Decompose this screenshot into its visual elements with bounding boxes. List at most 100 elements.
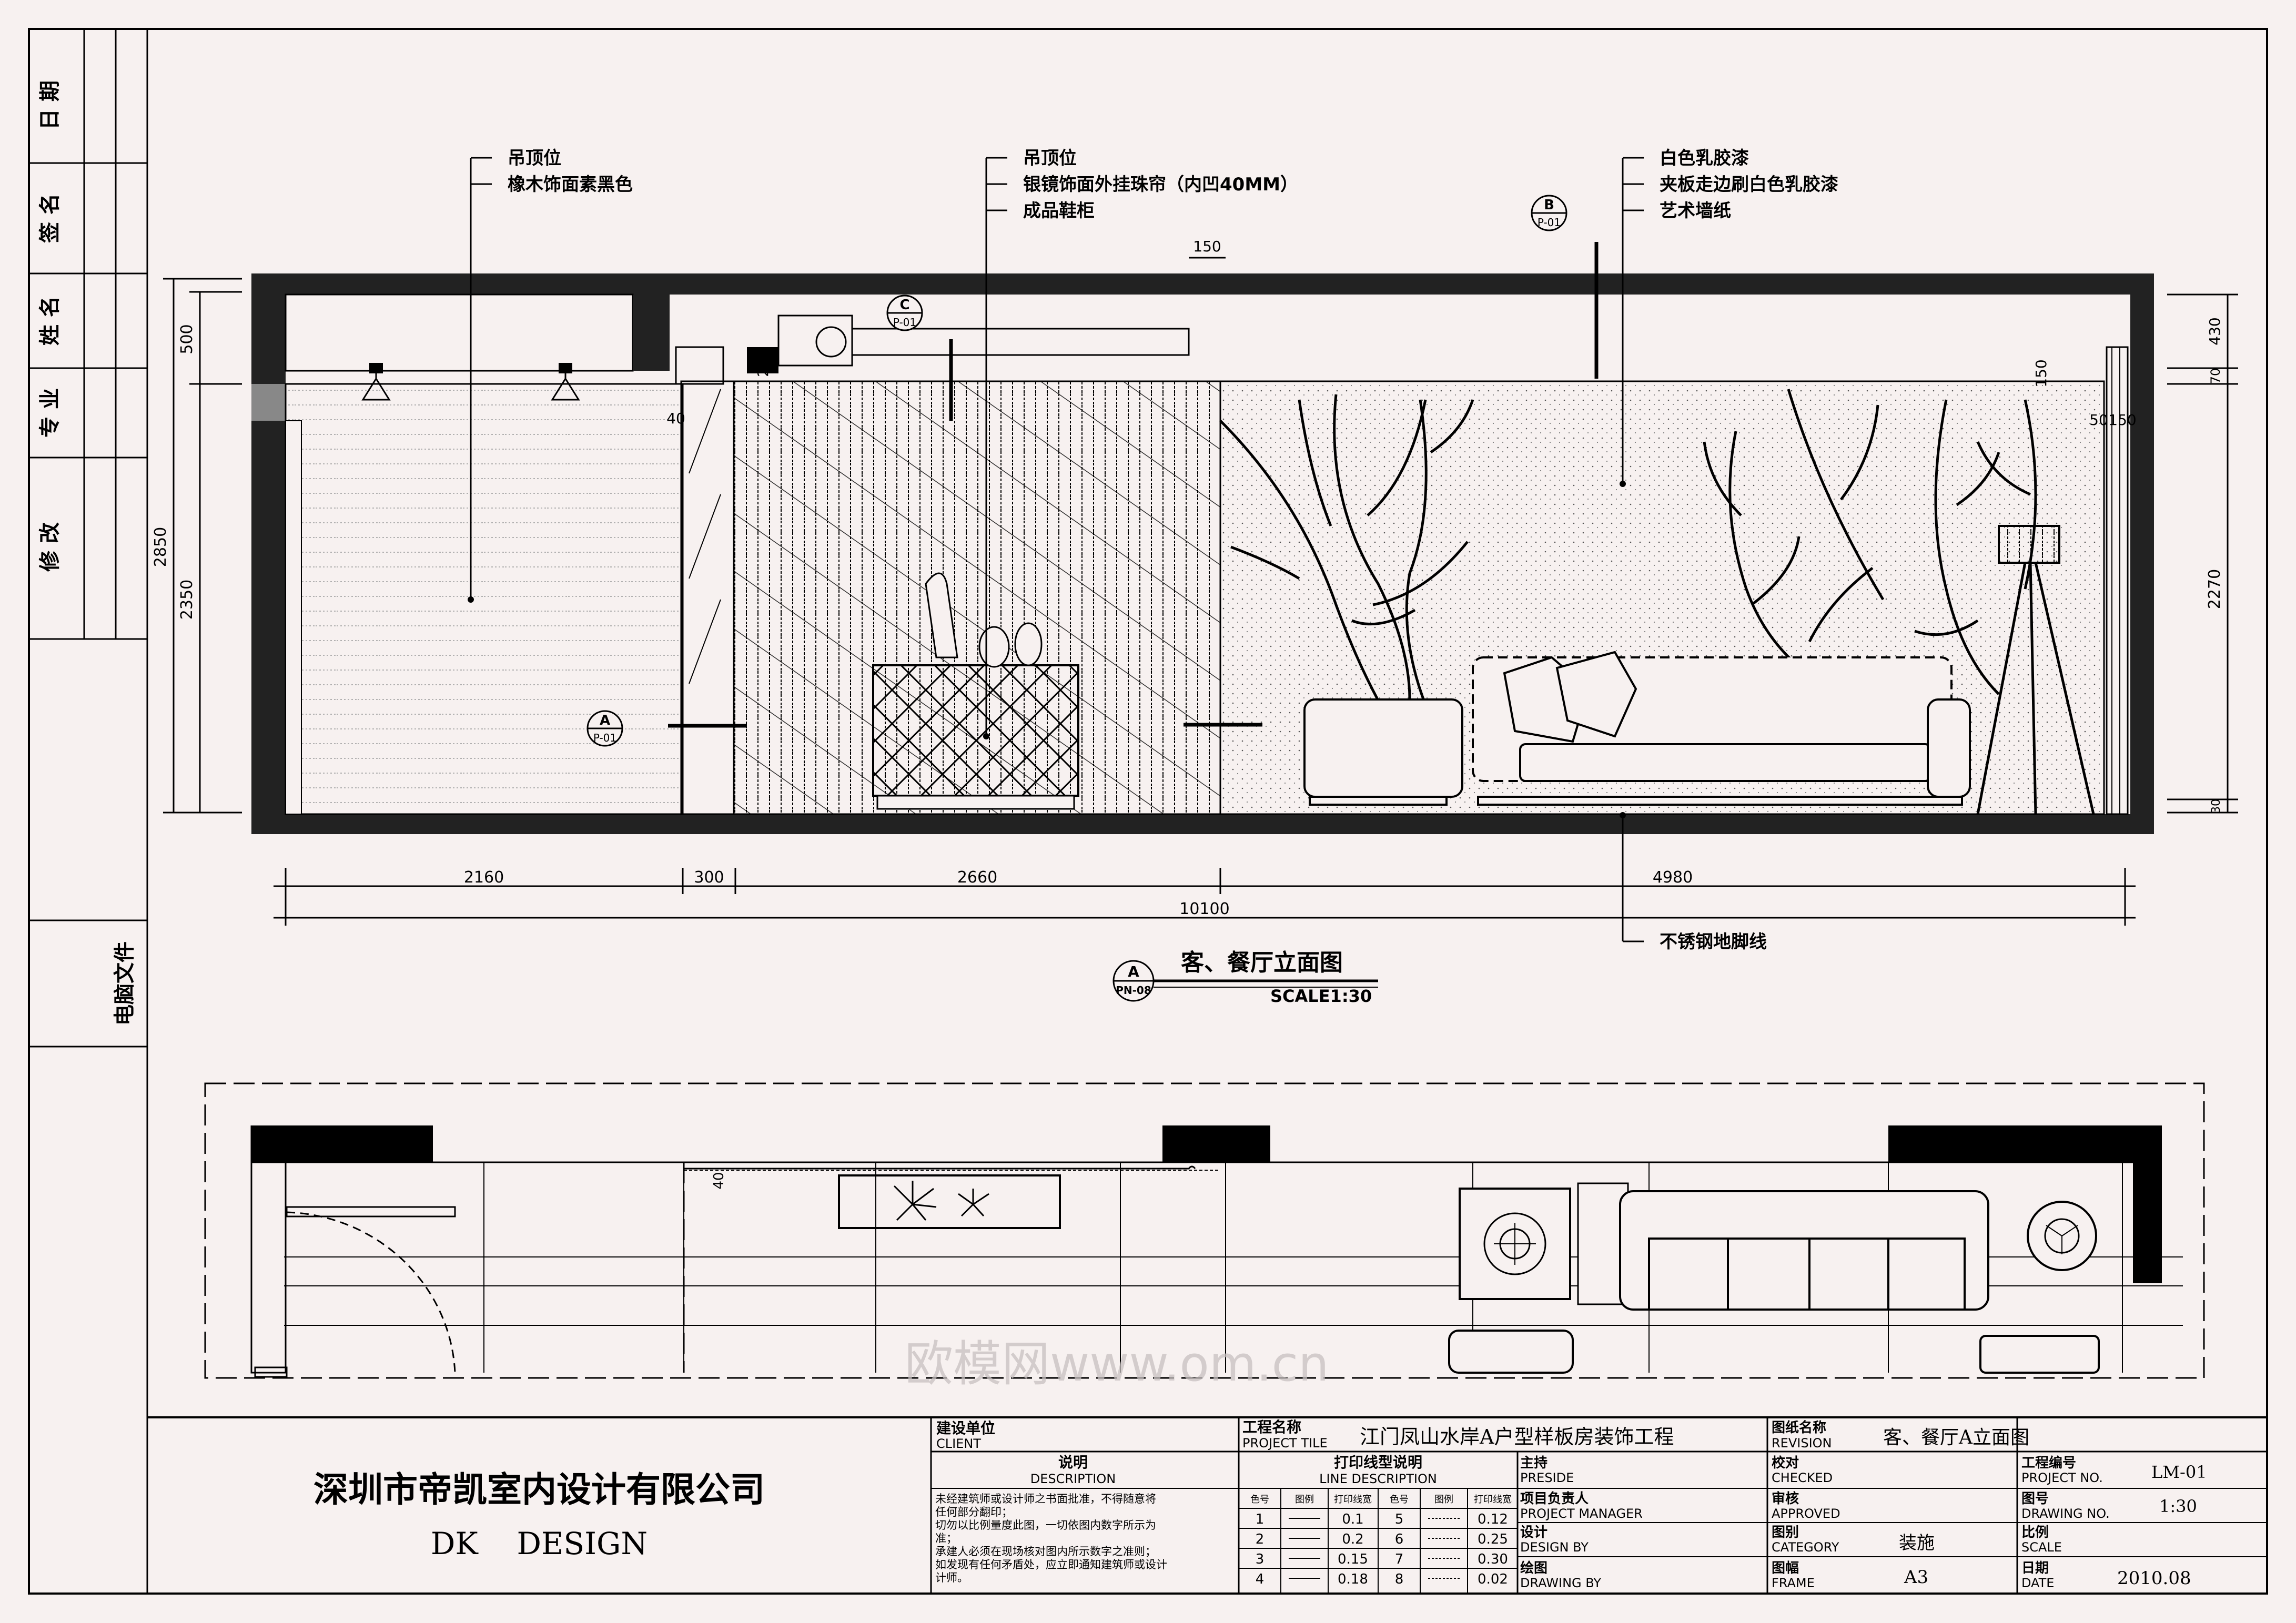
svg-text:A: A	[600, 713, 610, 728]
svg-text:0.02: 0.02	[1478, 1571, 1508, 1587]
callout-shoe-cabinet: 成品鞋柜	[1023, 200, 1095, 221]
callout-art-wallpaper: 艺术墙纸	[1660, 200, 1731, 221]
svg-text:P-01: P-01	[593, 732, 616, 744]
svg-text:8: 8	[1395, 1571, 1404, 1587]
pm-label-cn: 项目负责人	[1520, 1491, 1589, 1507]
floor-lamp	[1976, 525, 2095, 815]
svg-text:图例: 图例	[1434, 1494, 1453, 1505]
oak-wall-panel	[285, 383, 684, 815]
curtain	[2106, 346, 2129, 815]
desc-label-en: DESCRIPTION	[1030, 1472, 1116, 1486]
dim-left-2850: 2850	[151, 527, 170, 567]
callout-mirror-beads: 银镜饰面外挂珠帘（内凹40MM）	[1023, 174, 1298, 195]
desc-line-3: 切勿以比例量度此图，一切依图内数字所示为	[935, 1519, 1156, 1531]
preside-label-cn: 主持	[1520, 1455, 1547, 1471]
ac-unit	[777, 315, 853, 367]
svg-text:0.30: 0.30	[1478, 1551, 1508, 1567]
sheet-border	[28, 28, 2268, 1595]
branch-pattern	[1219, 389, 2037, 711]
elevation-scale: SCALE1:30	[1270, 986, 1372, 1006]
svg-text:4: 4	[1256, 1571, 1265, 1587]
svg-text:0.2: 0.2	[1342, 1531, 1363, 1547]
callout-white-paint: 白色乳胶漆	[1660, 148, 1749, 169]
dim-left-2350: 2350	[178, 580, 196, 620]
svg-text:5: 5	[1395, 1512, 1404, 1527]
svg-text:2: 2	[1256, 1531, 1265, 1547]
svg-text:7: 7	[1395, 1551, 1404, 1567]
panel-label-revise: 修 改	[38, 522, 62, 572]
svg-text:PN-08: PN-08	[1116, 984, 1151, 997]
dim-small-200: 200	[754, 349, 772, 377]
client-label-cn: 建设单位	[936, 1419, 995, 1437]
checked-label-en: CHECKED	[1772, 1470, 1833, 1485]
desc-line-1: 未经建筑师或设计师之书面批准，不得随意将	[935, 1493, 1156, 1505]
approved-label-en: APPROVED	[1772, 1506, 1840, 1521]
project-name: 江门凤山水岸A户型样板房装饰工程	[1360, 1425, 1674, 1448]
client-label-en: CLIENT	[936, 1436, 981, 1451]
dim-right-2270: 2270	[2206, 569, 2224, 609]
svg-text:0.25: 0.25	[1478, 1531, 1508, 1547]
dim-right-70: 70	[2208, 368, 2223, 384]
category-label-cn: 图别	[1772, 1525, 1799, 1540]
drawing-no-value: 1:30	[2159, 1496, 2197, 1516]
desc-line-4: 准；	[935, 1532, 957, 1545]
dim-bottom-300: 300	[694, 868, 724, 887]
svg-text:3: 3	[1256, 1551, 1265, 1567]
drawing-no-label-en: DRAWING NO.	[2021, 1506, 2110, 1521]
callout-ceiling-mid: 吊顶位	[1023, 148, 1077, 169]
dim-small-50: 50	[2089, 411, 2108, 429]
plan-sofa	[1619, 1190, 1989, 1311]
panel-label-date: 日 期	[38, 80, 62, 130]
svg-text:P-01: P-01	[893, 316, 916, 329]
scale-label-cn: 比例	[2021, 1525, 2049, 1540]
shoe-cabinet	[872, 664, 1079, 797]
dim-bottom-4980: 4980	[1653, 868, 1693, 887]
revision-label-cn: 图纸名称	[1772, 1419, 1826, 1436]
drawing-label-en: DRAWING BY	[1520, 1576, 1601, 1590]
panel-label-name: 姓 名	[38, 296, 62, 346]
panel-label-discipline: 专 业	[38, 388, 62, 438]
line-weight-table: 色号 图例 打印线宽 色号 图例 打印线宽 1 0.1 5 0.12 2 0.2…	[1239, 1488, 1518, 1594]
category-label-en: CATEGORY	[1772, 1540, 1839, 1555]
dim-small-150-right: 150	[2032, 359, 2050, 387]
design-label-en: DESIGN BY	[1520, 1540, 1589, 1555]
approved-label-cn: 审核	[1772, 1490, 1799, 1507]
svg-text:A: A	[1128, 963, 1139, 980]
drawing-label-cn: 绘图	[1520, 1560, 1547, 1576]
desc-line-7: 计师。	[935, 1571, 968, 1584]
dim-small-40: 40	[666, 410, 685, 427]
callout-oak-finish: 橡木饰面素黑色	[508, 174, 633, 195]
svg-text:色号: 色号	[1390, 1494, 1409, 1505]
door-leaf	[286, 1206, 456, 1218]
svg-text:6: 6	[1395, 1531, 1404, 1547]
svg-text:1: 1	[1256, 1512, 1265, 1527]
svg-text:0.18: 0.18	[1338, 1571, 1368, 1587]
company-name-en: DK DESIGN	[431, 1526, 648, 1561]
elevation-title-tag: A PN-08	[1112, 960, 1155, 1002]
dim-small-150: 150	[2108, 411, 2136, 429]
dim-small-150-top: 150	[1193, 238, 1221, 255]
revision-label-en: REVISION	[1772, 1436, 1832, 1450]
callout-steel-baseboard: 不锈钢地脚线	[1660, 931, 1767, 952]
svg-text:C: C	[899, 297, 909, 313]
project-no-value: LM-01	[2151, 1462, 2207, 1482]
dim-right-430: 430	[2206, 317, 2223, 345]
panel-computer-file: 电脑文件	[113, 941, 137, 1026]
section-tag-b: B P-01	[1531, 195, 1599, 379]
line-desc-label-cn: 打印线型说明	[1334, 1454, 1422, 1471]
plan-dim-40: 40	[711, 1172, 727, 1189]
drawing-no-label-cn: 图号	[2021, 1491, 2049, 1507]
pm-label-en: PROJECT MANAGER	[1520, 1506, 1643, 1521]
date-label-cn: 日期	[2021, 1560, 2049, 1576]
svg-text:P-01: P-01	[1538, 216, 1561, 229]
date-value: 2010.08	[2117, 1568, 2191, 1589]
svg-text:色号: 色号	[1250, 1494, 1269, 1505]
dim-total-10100: 10100	[1179, 900, 1229, 918]
drawing-name: 客、餐厅A立面图	[1883, 1427, 2029, 1448]
elevation-title: 客、餐厅立面图	[1181, 949, 1343, 976]
watermark: 欧模网www.om.cn	[905, 1336, 1329, 1392]
desc-line-5: 承建人必须在现场核对图内所示数字之准则；	[935, 1545, 1156, 1558]
desc-line-2: 任何部分翻印；	[935, 1506, 1013, 1518]
frame-label-en: FRAME	[1772, 1576, 1815, 1590]
project-title-label-en: PROJECT TILE	[1242, 1436, 1328, 1450]
